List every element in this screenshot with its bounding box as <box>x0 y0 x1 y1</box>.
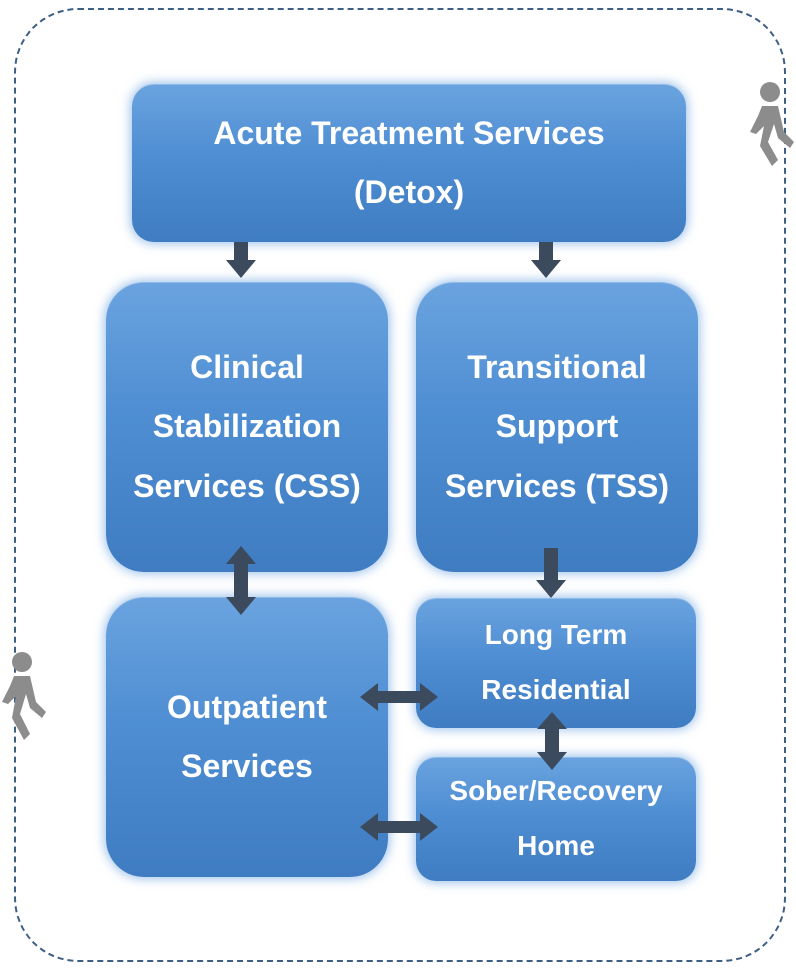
outpatient-services-box: Outpatient Services <box>106 597 388 877</box>
clinical-stabilization-services-box: Clinical Stabilization Services (CSS) <box>106 282 388 572</box>
arrow-acute-to-tss <box>531 242 561 278</box>
arrow-long-term-sober <box>537 712 567 770</box>
transitional-support-services-label: Transitional Support Services (TSS) <box>444 349 670 504</box>
acute-treatment-services-label: Acute Treatment Services (Detox) <box>213 114 605 210</box>
arrow-css-outpatient <box>226 546 256 615</box>
long-term-residential-label: Long Term Residential <box>481 619 631 705</box>
walking-person-icon <box>2 652 46 740</box>
clinical-stabilization-services-label: Clinical Stabilization Services (CSS) <box>133 349 361 504</box>
sober-recovery-home-box: Sober/Recovery Home <box>416 757 696 881</box>
acute-treatment-services-box: Acute Treatment Services (Detox) <box>132 84 686 242</box>
arrow-tss-to-long-term <box>536 548 566 598</box>
arrow-outpatient-sober <box>360 813 438 841</box>
dashed-boundary <box>14 8 786 962</box>
walking-person-icon <box>750 82 794 166</box>
arrow-outpatient-long-term <box>360 683 438 711</box>
sober-recovery-home-label: Sober/Recovery Home <box>449 775 663 861</box>
long-term-residential-box: Long Term Residential <box>416 598 696 728</box>
outpatient-services-label: Outpatient Services <box>167 688 327 784</box>
transitional-support-services-box: Transitional Support Services (TSS) <box>416 282 698 572</box>
arrow-acute-to-css <box>226 242 256 278</box>
